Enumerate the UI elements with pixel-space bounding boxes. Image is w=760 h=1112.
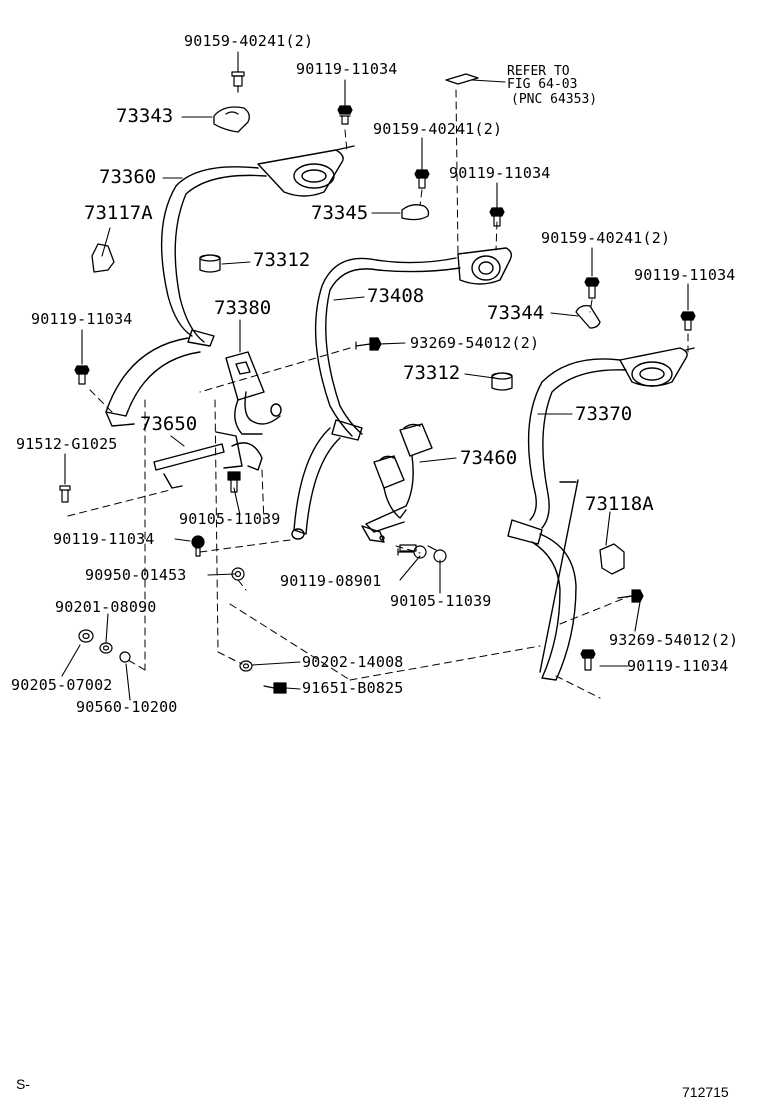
belt-73360 (105, 145, 355, 427)
bracket-73650 (153, 431, 263, 489)
callout-bolt-90119-a: 90119-11034 (296, 60, 398, 78)
callout-bracket-73650: 73650 (140, 413, 198, 435)
belt-73408 (291, 247, 513, 540)
footer-illustration-number: 712715 (682, 1084, 729, 1100)
callout-bolt-90159-top: 90159-40241(2) (184, 32, 314, 50)
buckle-73380 (225, 351, 282, 435)
callout-bolt-90159-c: 90159-40241(2) (541, 229, 671, 247)
callout-cover-73117a: 73117A (84, 202, 153, 224)
footer-section-code: S- (16, 1076, 30, 1092)
fastener-icons (59, 71, 696, 694)
belt-73370 (507, 347, 695, 681)
leader-lines (61, 51, 689, 701)
callout-bolt-90119-d: 90119-11034 (31, 310, 133, 328)
callout-belt-73370: 73370 (575, 403, 633, 425)
callout-belt-73408: 73408 (367, 285, 425, 307)
callout-bolt-90105-a: 90105-11039 (179, 510, 281, 528)
refer-to-note-line1: REFER TO (507, 64, 570, 79)
callout-washer-90201: 90201-08090 (55, 598, 157, 616)
callout-belt-73360: 73360 (99, 166, 157, 188)
callout-cap-73312-lower: 73312 (403, 362, 461, 384)
callout-bolt-90119-c: 90119-11034 (634, 266, 736, 284)
callout-buckle-73460: 73460 (460, 447, 518, 469)
refer-to-note-line2: FIG 64-03 (507, 77, 578, 92)
callout-bolt-90119-e: 90119-11034 (53, 530, 155, 548)
callout-washer-90205: 90205-07002 (11, 676, 113, 694)
callout-bolt-93269-b: 93269-54012(2) (609, 631, 739, 649)
callout-bolt-91512: 91512-G1025 (16, 435, 118, 453)
callout-bolt-90159-b: 90159-40241(2) (373, 120, 503, 138)
callout-cover-73345: 73345 (311, 202, 369, 224)
callout-cover-73343: 73343 (116, 105, 174, 127)
callout-buckle-73380: 73380 (214, 297, 272, 319)
cover-parts (91, 73, 625, 575)
dashed-guides (67, 89, 689, 699)
callout-cover-73344: 73344 (487, 302, 545, 324)
callout-cover-73118a: 73118A (585, 493, 654, 515)
callout-spacer-90560: 90560-10200 (76, 698, 178, 716)
callout-nut-90950: 90950-01453 (85, 566, 187, 584)
refer-to-note-line3: (PNC 64353) (511, 92, 598, 107)
callout-bolt-91651: 91651-B0825 (302, 679, 404, 697)
callout-bolt-90119-b: 90119-11034 (449, 164, 551, 182)
callout-bolt-90119-f: 90119-11034 (627, 657, 729, 675)
buckle-set-73460 (361, 423, 433, 543)
callout-cap-73312-upper: 73312 (253, 249, 311, 271)
callout-bolt-93269-a: 93269-54012(2) (410, 334, 540, 352)
callout-bolt-90105-b: 90105-11039 (390, 592, 492, 610)
callout-washer-90202: 90202-14008 (302, 653, 404, 671)
callout-bolt-90119-08901: 90119-08901 (280, 572, 382, 590)
